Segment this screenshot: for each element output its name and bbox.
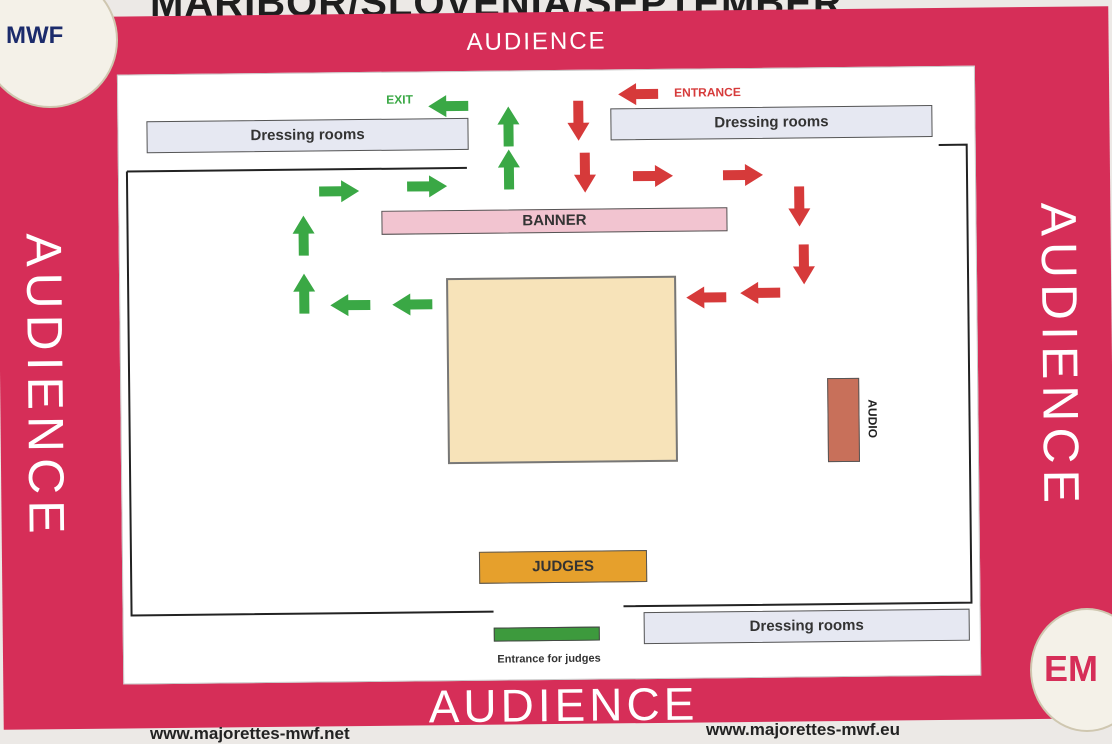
audience-bottom-label: AUDIENCE xyxy=(428,677,699,733)
dressing-room-bottom-right: Dressing rooms xyxy=(643,608,970,645)
judges-entrance-label: Entrance for judges xyxy=(497,652,601,666)
judges-table: JUDGES xyxy=(478,550,648,584)
floor-plan: EXIT ENTRANCE xyxy=(116,65,982,685)
audience-right-label: AUDIENCE xyxy=(1030,202,1090,510)
audio-desk xyxy=(827,377,860,463)
dressing-room-top-left: Dressing rooms xyxy=(146,117,469,154)
hall-outline xyxy=(125,143,973,617)
footer-url-left: www.majorettes-mwf.net xyxy=(150,724,350,743)
banner: BANNER xyxy=(381,207,728,235)
judges-entrance-marker xyxy=(493,626,600,642)
audience-top-label: AUDIENCE xyxy=(466,27,607,56)
dressing-room-top-right: Dressing rooms xyxy=(610,105,933,141)
venue-board: AUDIENCE AUDIENCE AUDIENCE AUDIENCE EXIT… xyxy=(0,6,1112,732)
audio-label: AUDIO xyxy=(865,399,880,439)
audience-left-label: AUDIENCE xyxy=(15,232,75,540)
em-logo: EM xyxy=(1030,608,1112,732)
em-logo-text: EM xyxy=(1044,648,1098,689)
mwf-logo-text: MWF xyxy=(6,22,64,49)
stage-area xyxy=(446,275,678,465)
footer-url-right: www.majorettes-mwf.eu xyxy=(706,720,900,739)
